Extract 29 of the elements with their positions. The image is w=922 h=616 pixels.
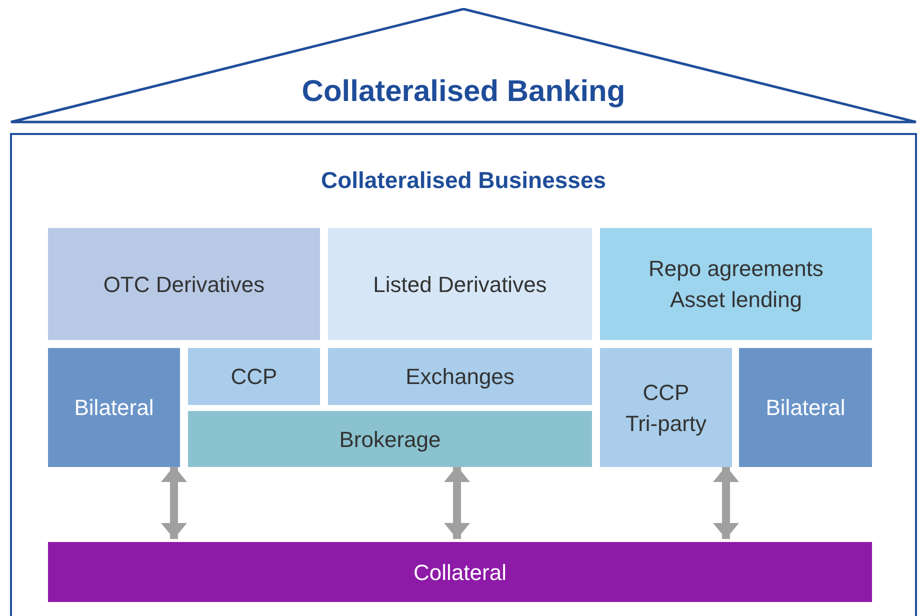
double-arrow — [713, 466, 739, 539]
category-block — [600, 228, 872, 340]
block-label: Bilateral — [766, 394, 846, 422]
category-block — [600, 348, 732, 467]
roof-triangle — [10, 8, 917, 124]
block-label: CCP — [642, 378, 690, 406]
block-label: Brokerage — [339, 426, 441, 454]
block-label: OTC Derivatives — [103, 270, 265, 298]
block-label: CCP — [230, 363, 278, 391]
category-block — [48, 228, 320, 340]
block-label: Tri-party — [625, 410, 707, 438]
roof-title: Collateralised Banking — [302, 74, 626, 110]
category-block — [328, 348, 592, 405]
category-block — [188, 411, 592, 467]
double-arrow — [444, 466, 470, 539]
category-block — [48, 542, 872, 602]
block-label: Listed Derivatives — [373, 270, 547, 298]
block-label: Collateral — [414, 558, 506, 586]
block-label: Asset lending — [670, 286, 802, 314]
block-label: Repo agreements — [648, 255, 824, 283]
category-block — [739, 348, 872, 467]
category-block — [48, 348, 180, 467]
double-arrow — [161, 466, 187, 539]
category-block — [328, 228, 592, 340]
category-block — [188, 348, 320, 405]
section-title: Collateralised Businesses — [320, 166, 606, 195]
block-label: Exchanges — [406, 363, 514, 391]
house-frame — [10, 133, 917, 616]
block-label: Bilateral — [74, 394, 154, 422]
